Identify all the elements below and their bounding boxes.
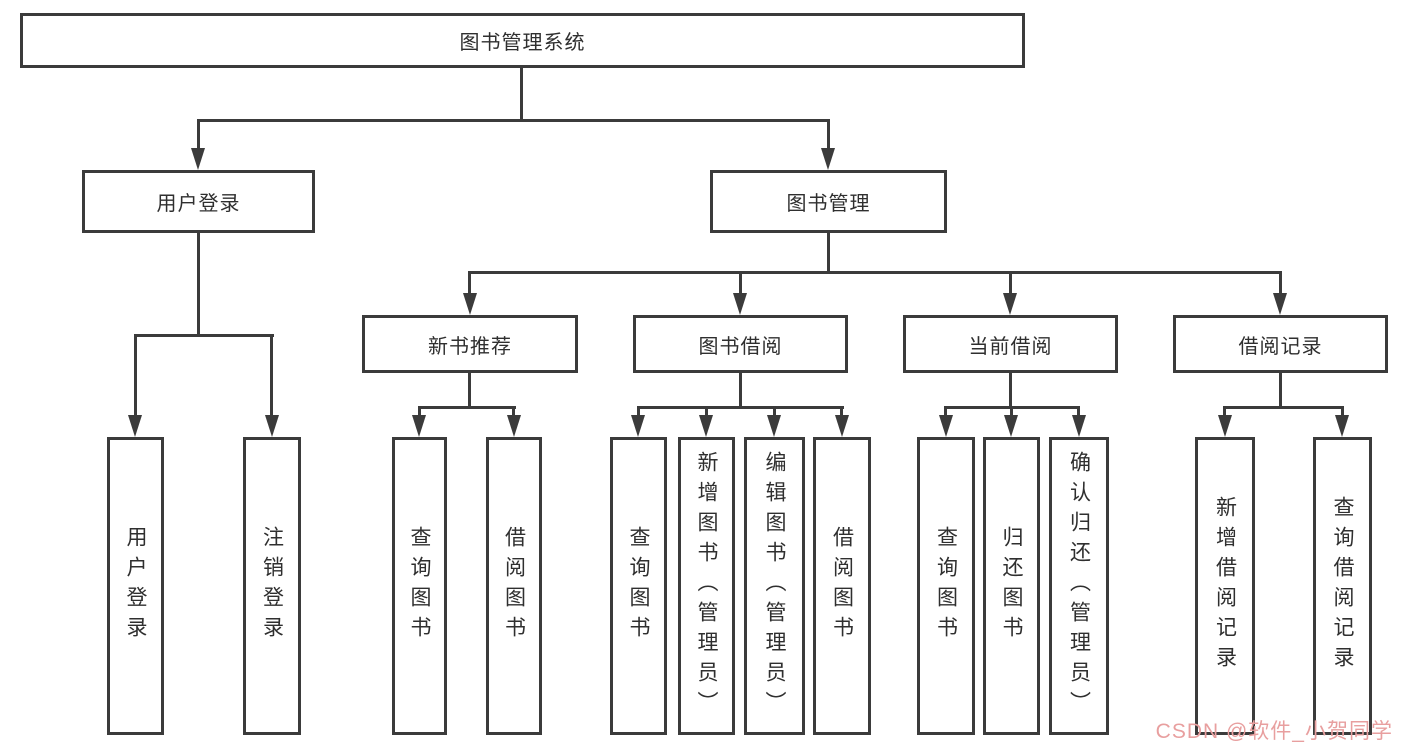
connector-line [197, 119, 830, 122]
leaf-query-books-current: 查询图书 [917, 437, 975, 735]
node-label: 借阅记录 [1238, 335, 1323, 358]
leaf-label: 新增图书（管理员） [695, 451, 718, 721]
node-label: 当前借阅 [968, 335, 1053, 358]
node-book-borrowing: 图书借阅 [633, 315, 848, 373]
leaf-logout: 注销登录 [243, 437, 301, 735]
connector-line [827, 119, 830, 150]
arrow-down-icon [733, 293, 747, 315]
node-user-login: 用户登录 [82, 170, 315, 233]
leaf-add-borrow-record: 新增借阅记录 [1195, 437, 1255, 735]
leaf-borrow-books-recommend: 借阅图书 [486, 437, 542, 735]
connector-line [468, 373, 471, 409]
leaf-label: 归还图书 [1000, 526, 1023, 646]
arrow-down-icon [1004, 415, 1018, 437]
leaf-label: 借阅图书 [502, 526, 526, 646]
connector-line [134, 334, 274, 337]
leaf-label: 查询借阅记录 [1331, 496, 1354, 676]
leaf-query-borrow-record: 查询借阅记录 [1313, 437, 1372, 735]
arrow-down-icon [699, 415, 713, 437]
connector-line [197, 233, 200, 337]
arrow-down-icon [1072, 415, 1086, 437]
connector-line [1009, 373, 1012, 409]
connector-line [1341, 406, 1344, 417]
connector-line [637, 406, 844, 409]
leaf-query-books-borrowing: 查询图书 [610, 437, 667, 735]
connector-line [705, 406, 708, 417]
arrow-down-icon [128, 415, 142, 437]
leaf-label: 确认归还（管理员） [1067, 451, 1091, 721]
leaf-label: 查询图书 [934, 526, 958, 646]
connector-line [520, 68, 523, 121]
connector-line [827, 233, 830, 274]
leaf-label: 借阅图书 [830, 526, 854, 646]
arrow-down-icon [939, 415, 953, 437]
connector-line [134, 334, 137, 417]
node-borrowing-records: 借阅记录 [1173, 315, 1388, 373]
arrow-down-icon [265, 415, 279, 437]
node-label: 新书推荐 [428, 335, 512, 358]
connector-line [1010, 406, 1013, 417]
leaf-label: 新增借阅记录 [1213, 496, 1237, 676]
connector-line [512, 406, 515, 417]
arrow-down-icon [191, 148, 205, 170]
arrow-down-icon [1273, 293, 1287, 315]
leaf-label: 用户登录 [124, 526, 147, 646]
leaf-label: 注销登录 [260, 526, 284, 646]
node-book-management: 图书管理 [710, 170, 947, 233]
node-current-borrowing: 当前借阅 [903, 315, 1118, 373]
node-label: 图书借阅 [698, 335, 783, 358]
connector-line [270, 334, 273, 417]
arrow-down-icon [631, 415, 645, 437]
leaf-label: 编辑图书（管理员） [763, 451, 786, 721]
leaf-borrow-books-borrowing: 借阅图书 [813, 437, 871, 735]
leaf-add-book-admin: 新增图书（管理员） [678, 437, 735, 735]
connector-line [944, 406, 947, 417]
connector-line [1223, 406, 1344, 409]
connector-line [1279, 271, 1282, 295]
arrow-down-icon [767, 415, 781, 437]
arrow-down-icon [821, 148, 835, 170]
node-library-system: 图书管理系统 [20, 13, 1025, 68]
node-label: 图书管理 [786, 193, 871, 215]
connector-line [773, 406, 776, 417]
connector-line [1077, 406, 1080, 417]
connector-line [468, 271, 471, 295]
arrow-down-icon [463, 293, 477, 315]
connector-line [418, 406, 516, 409]
arrow-down-icon [1335, 415, 1349, 437]
leaf-query-books-recommend: 查询图书 [392, 437, 447, 735]
arrow-down-icon [412, 415, 426, 437]
leaf-return-books: 归还图书 [983, 437, 1040, 735]
leaf-label: 查询图书 [627, 526, 650, 646]
connector-line [1223, 406, 1226, 417]
leaf-confirm-return-admin: 确认归还（管理员） [1049, 437, 1109, 735]
leaf-user-login: 用户登录 [107, 437, 164, 735]
connector-line [840, 406, 843, 417]
connector-line [1009, 271, 1012, 295]
leaf-label: 查询图书 [408, 526, 431, 646]
arrow-down-icon [507, 415, 521, 437]
node-label: 用户登录 [156, 193, 241, 215]
connector-line [739, 373, 742, 409]
connector-line [739, 271, 742, 295]
connector-line [637, 406, 640, 417]
connector-line [1279, 373, 1282, 409]
connector-line [468, 271, 1282, 274]
connector-line [197, 119, 200, 150]
arrow-down-icon [1218, 415, 1232, 437]
arrow-down-icon [1003, 293, 1017, 315]
node-label: 图书管理系统 [459, 32, 586, 54]
arrow-down-icon [835, 415, 849, 437]
connector-line [418, 406, 421, 417]
leaf-edit-book-admin: 编辑图书（管理员） [744, 437, 805, 735]
node-new-book-recommend: 新书推荐 [362, 315, 578, 373]
